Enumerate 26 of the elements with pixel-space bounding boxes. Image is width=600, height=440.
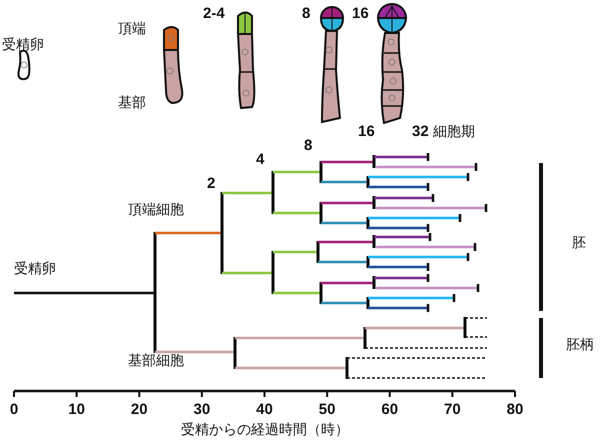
tick-label: 80 [506, 402, 524, 417]
stage-label: 32 細胞期 [412, 124, 476, 139]
tick-label: 20 [130, 402, 148, 417]
tick-label: 40 [256, 402, 273, 417]
tick-label: 70 [444, 402, 461, 417]
cell-label: 頂端細胞 [128, 203, 184, 217]
group-label: 胚柄 [566, 338, 594, 352]
stage-label: 16 [358, 124, 375, 139]
stage-label: 16 [352, 6, 369, 21]
tick-label: 60 [381, 402, 398, 417]
region-label: 基部 [118, 96, 146, 110]
region-label: 頂端 [118, 22, 146, 36]
cell-label: 受精卵 [2, 38, 44, 52]
stage-label: 8 [304, 138, 312, 153]
tick-label: 10 [68, 402, 85, 417]
group-label: 胚 [572, 236, 586, 250]
cell-label: 受精卵 [14, 262, 56, 276]
tick-label: 0 [10, 402, 18, 417]
tick-label: 30 [194, 402, 210, 417]
stage-label: 8 [302, 6, 310, 21]
cell-label: 基部細胞 [128, 354, 184, 368]
stage-label: 2 [207, 176, 216, 191]
axis-title: 受精からの経過時間（時） [181, 423, 349, 437]
tick-label: 50 [318, 402, 336, 417]
stage-label: 4 [256, 152, 264, 167]
stage-label: 2-4 [203, 6, 225, 21]
